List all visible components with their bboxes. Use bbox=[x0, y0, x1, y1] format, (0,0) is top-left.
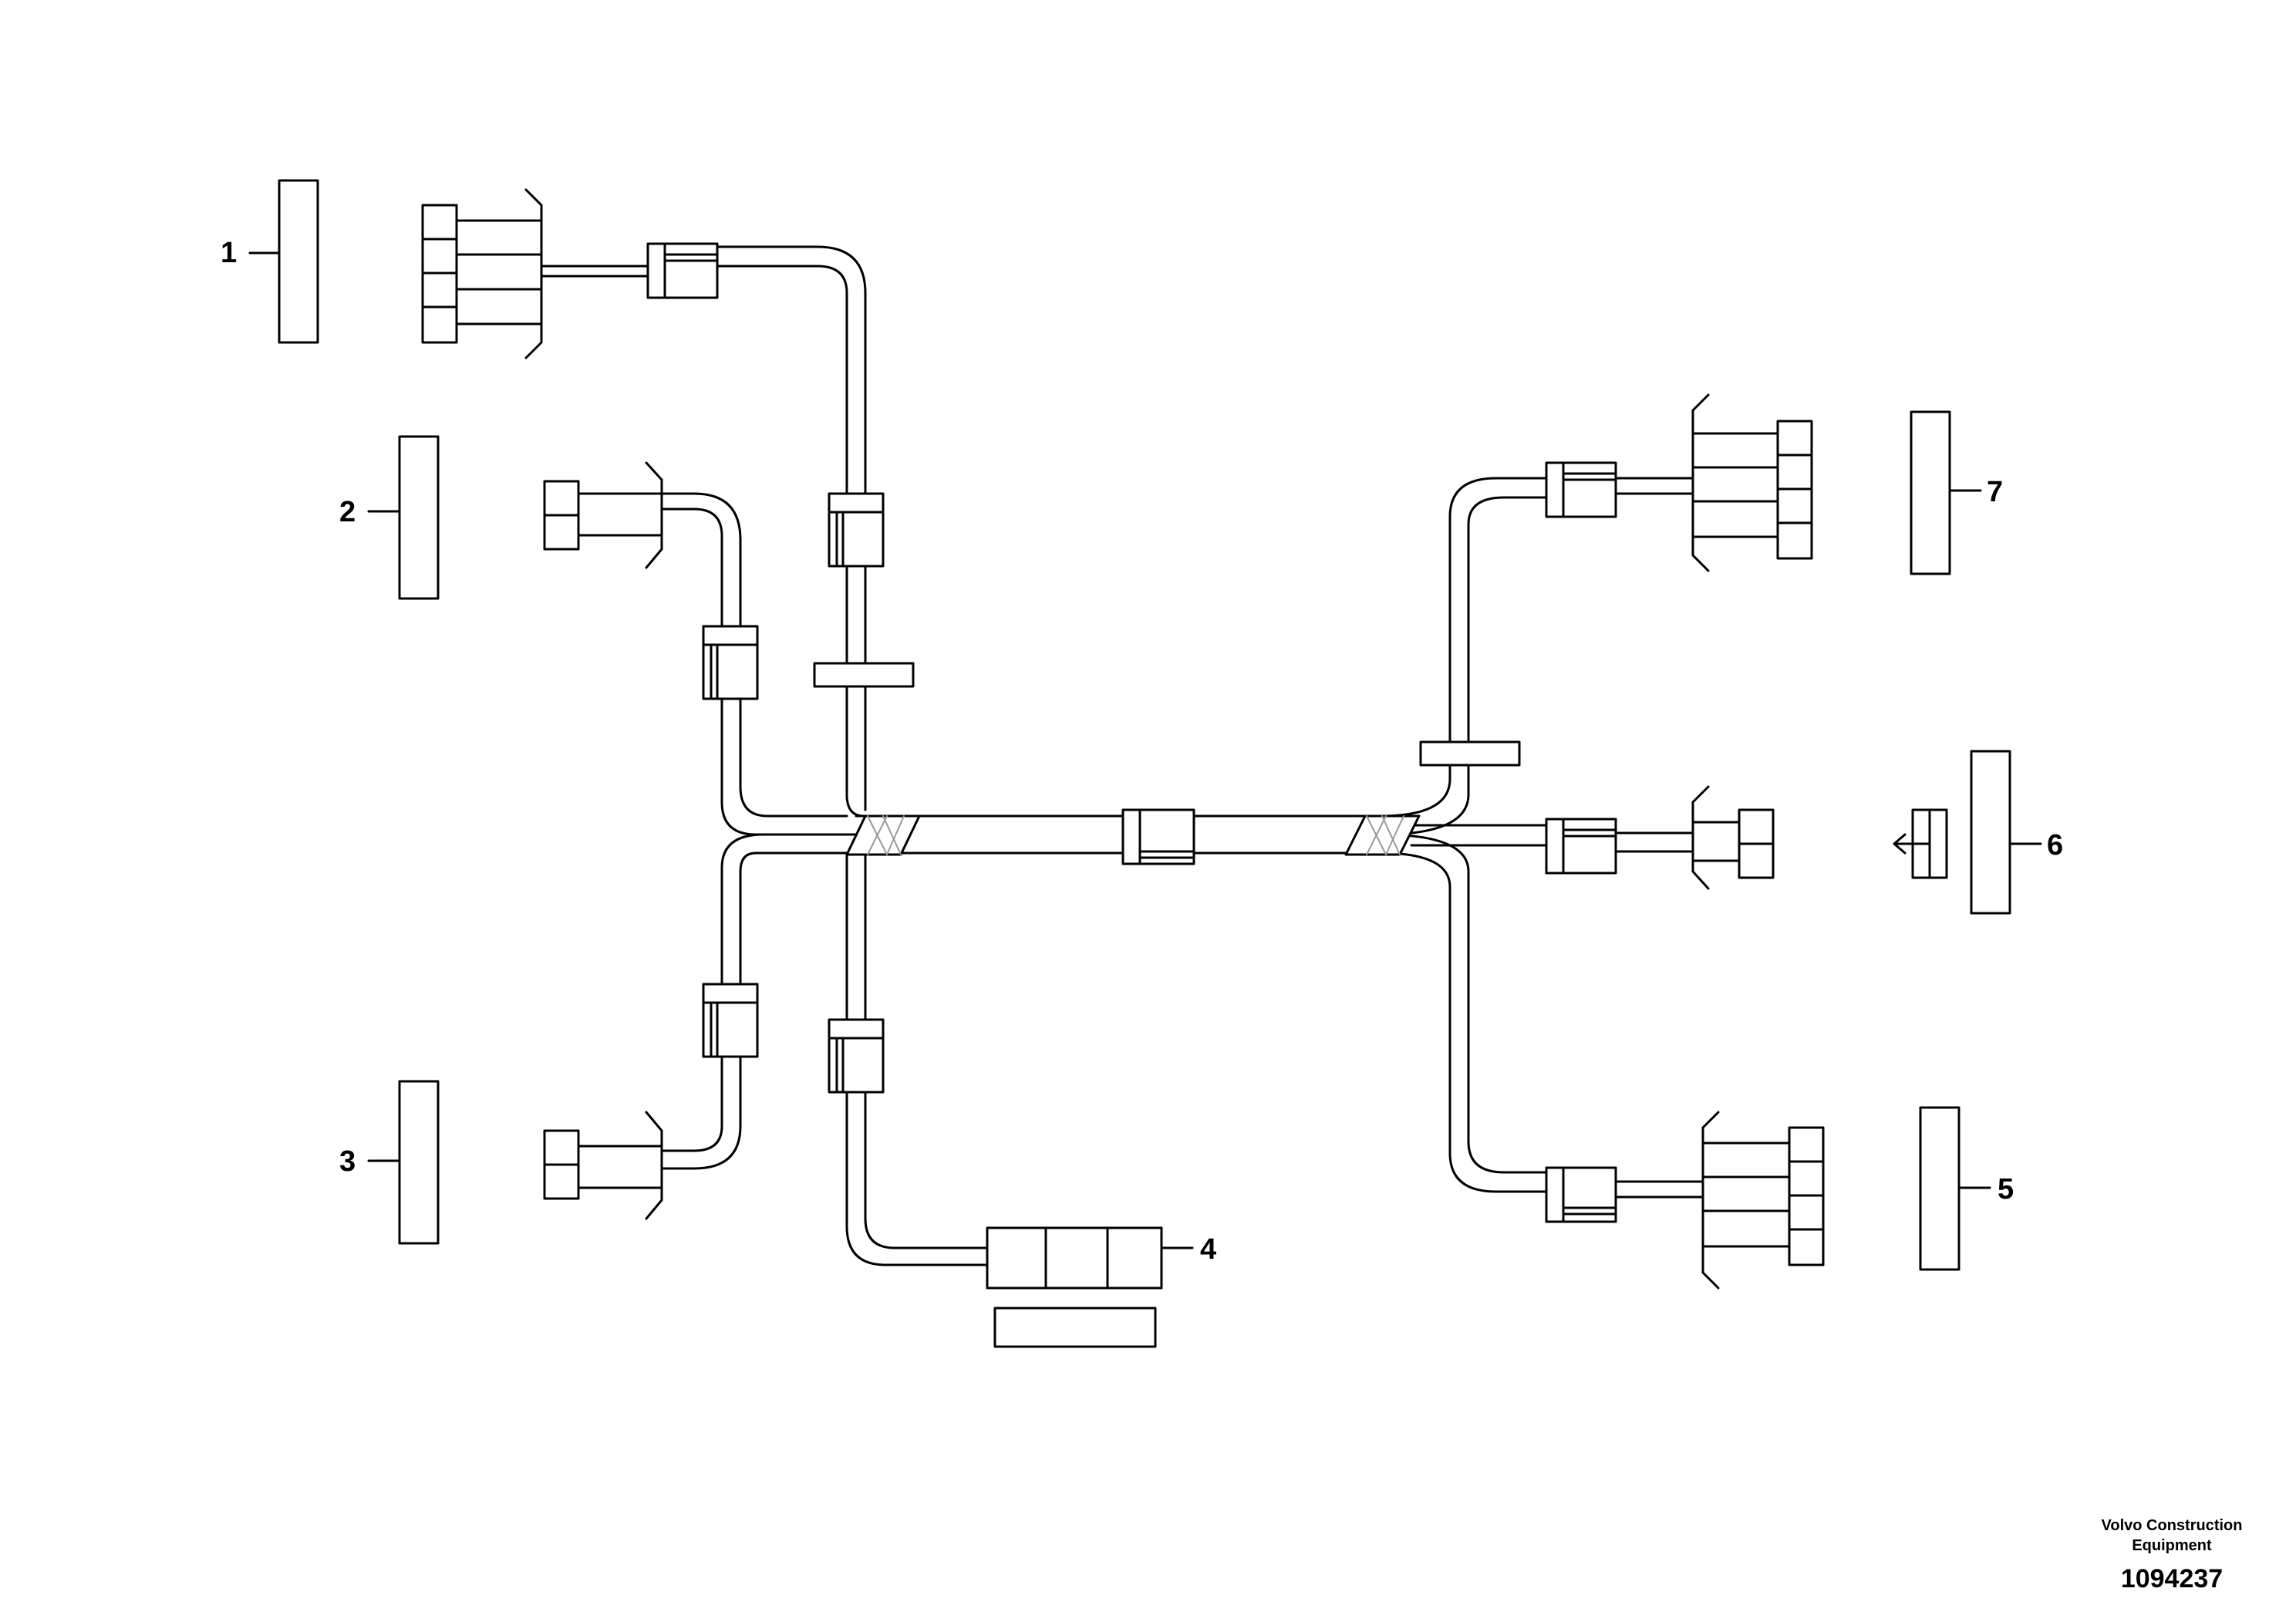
label-tag-2 bbox=[398, 435, 440, 600]
small-insert-part-6 bbox=[1893, 808, 1948, 879]
callout-6: 6 bbox=[2047, 829, 2063, 862]
document-number: 1094237 bbox=[2121, 1564, 2223, 1593]
sleeve-branch-2 bbox=[702, 625, 759, 700]
cable-tie-upper-right bbox=[1419, 740, 1521, 767]
branch-to-connector-5 bbox=[1379, 833, 1550, 1193]
callout-4: 4 bbox=[1200, 1233, 1216, 1266]
callout-1: 1 bbox=[221, 237, 237, 269]
label-tag-5 bbox=[1919, 1106, 1961, 1271]
connector-6 bbox=[1614, 785, 1775, 890]
sleeve-branch-1-vertical bbox=[828, 492, 885, 568]
sleeve-branch-1-horizontal bbox=[646, 242, 719, 299]
branch-to-connector-7 bbox=[1379, 477, 1550, 836]
callout-7: 7 bbox=[1987, 476, 2003, 508]
sleeve-branch-3 bbox=[702, 983, 759, 1058]
branch-to-connector-1 bbox=[716, 245, 867, 818]
sleeve-main-trunk bbox=[1121, 808, 1195, 865]
connector-1 bbox=[421, 188, 649, 359]
label-tag-6 bbox=[1970, 750, 2011, 915]
callout-5: 5 bbox=[1998, 1173, 2014, 1206]
left-wrap-marker bbox=[845, 814, 921, 856]
sleeve-branch-7 bbox=[1545, 461, 1617, 518]
sleeve-branch-6 bbox=[1545, 818, 1617, 875]
brand-line-2: Equipment bbox=[2132, 1537, 2212, 1554]
connector-4 bbox=[986, 1226, 1163, 1348]
label-tag-7 bbox=[1910, 410, 1951, 575]
callout-3: 3 bbox=[339, 1145, 356, 1178]
branch-to-connector-3 bbox=[660, 833, 865, 1170]
connector-7 bbox=[1614, 393, 1813, 572]
branch-to-connector-6 bbox=[1410, 824, 1550, 847]
sleeve-branch-4 bbox=[828, 1018, 885, 1094]
cable-tie-upper-left bbox=[813, 662, 915, 688]
connector-3 bbox=[543, 1111, 663, 1220]
label-tag-3 bbox=[398, 1080, 440, 1245]
connector-5 bbox=[1614, 1111, 1825, 1290]
branch-to-connector-4 bbox=[845, 851, 989, 1266]
callout-2: 2 bbox=[339, 496, 356, 528]
brand-line-1: Volvo Construction bbox=[2102, 1517, 2243, 1534]
label-tag-1 bbox=[278, 179, 319, 344]
connector-2 bbox=[543, 461, 663, 569]
sleeve-branch-5 bbox=[1545, 1166, 1617, 1223]
right-wrap-marker bbox=[1344, 814, 1421, 856]
